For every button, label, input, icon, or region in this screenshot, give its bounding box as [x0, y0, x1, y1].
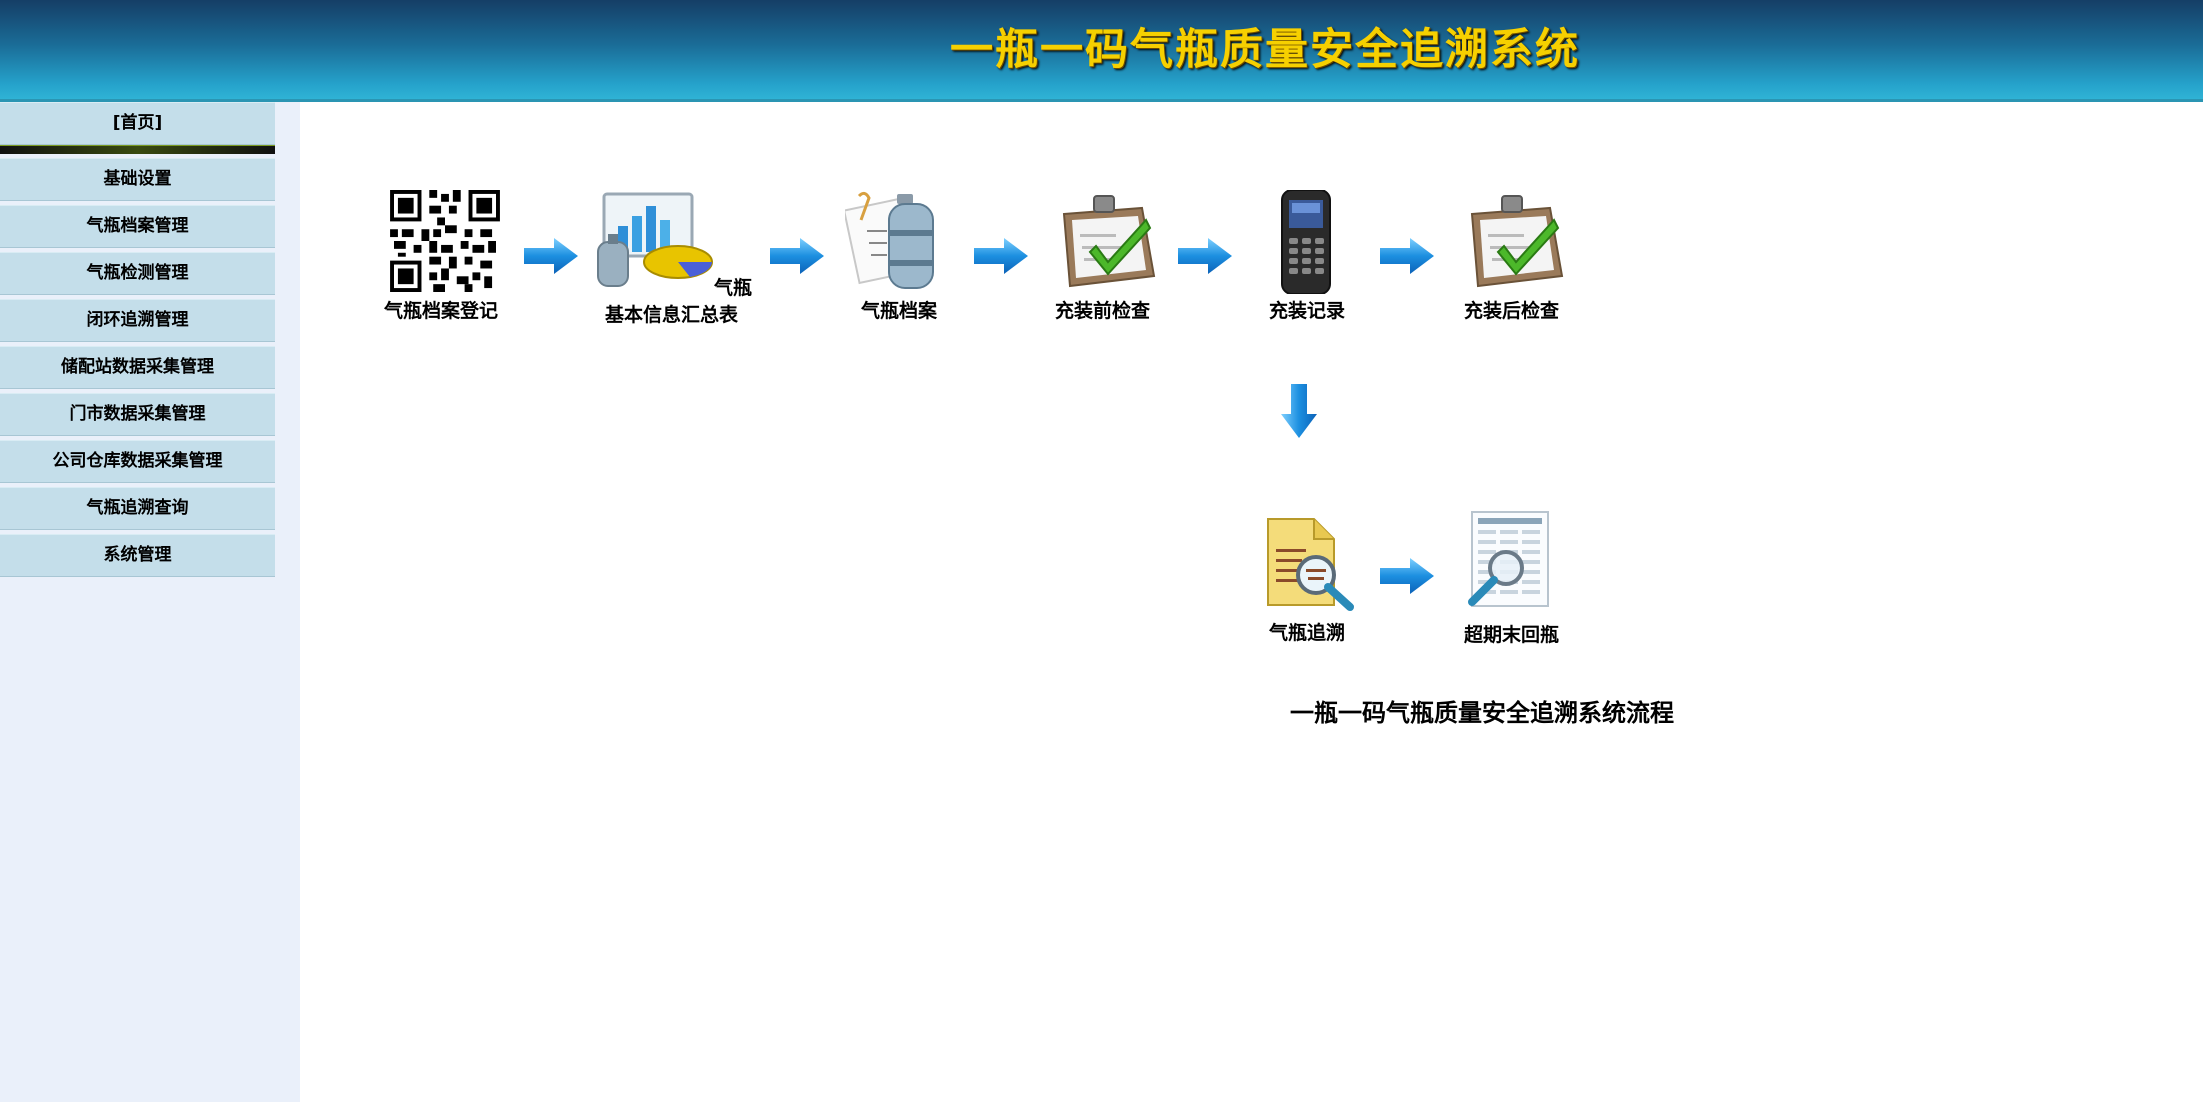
spreadsheet-search-icon	[1468, 511, 1549, 607]
flow-arrow-right-icon	[1380, 558, 1434, 594]
sidebar-item-home[interactable]: [首页]	[0, 102, 275, 145]
home-divider-bar	[0, 145, 275, 154]
flow-step-pre-filling-check[interactable]: 充装前检查	[1050, 190, 1160, 330]
flow-arrow-right-icon	[770, 238, 824, 274]
flow-arrow-down-icon	[1281, 384, 1317, 438]
gas-cylinder-document-icon	[845, 191, 934, 289]
flow-arrow-right-icon	[1380, 238, 1434, 274]
document-search-icon	[1267, 518, 1354, 611]
sidebar-item-system-management[interactable]: 系统管理	[0, 534, 275, 577]
step-label: 气瓶追溯	[1269, 622, 1346, 644]
step-label: 充装前检查	[1055, 300, 1151, 322]
flow-step-cylinder-trace[interactable]: 气瓶追溯	[1262, 515, 1362, 645]
step-label-line1: 气瓶	[714, 277, 753, 299]
handheld-scanner-icon	[1281, 190, 1331, 294]
sidebar-item-basic-settings[interactable]: 基础设置	[0, 158, 275, 201]
sidebar-item-station-data[interactable]: 储配站数据采集管理	[0, 346, 275, 389]
flow-step-overdue-unreturned[interactable]: 超期末回瓶	[1460, 510, 1570, 650]
sidebar-item-cylinder-inspection[interactable]: 气瓶检测管理	[0, 252, 275, 295]
sidebar-menu: [首页] 基础设置 气瓶档案管理 气瓶检测管理 闭环追溯管理 储配站数据采集管理…	[0, 102, 275, 581]
flow-step-cylinder-registration[interactable]: 气瓶档案登记	[384, 190, 506, 330]
sidebar-item-trace-query[interactable]: 气瓶追溯查询	[0, 487, 275, 530]
clipboard-check-icon	[1062, 195, 1156, 288]
flow-step-basic-info-summary[interactable]: 气瓶 基本信息汇总表	[596, 190, 756, 330]
sidebar: [首页] 基础设置 气瓶档案管理 气瓶检测管理 闭环追溯管理 储配站数据采集管理…	[0, 102, 300, 1102]
clipboard-check-icon	[1470, 195, 1564, 288]
flow-step-filling-record[interactable]: 充装记录	[1262, 190, 1352, 330]
flow-step-post-filling-check[interactable]: 充装后检查	[1458, 190, 1568, 330]
step-label: 气瓶档案	[861, 300, 938, 322]
step-label: 充装后检查	[1464, 300, 1560, 322]
sidebar-item-warehouse-data[interactable]: 公司仓库数据采集管理	[0, 440, 275, 483]
sidebar-item-closed-loop-trace[interactable]: 闭环追溯管理	[0, 299, 275, 342]
step-label: 充装记录	[1269, 300, 1346, 322]
system-title: 一瓶一码气瓶质量安全追溯系统	[950, 25, 1580, 75]
flow-step-cylinder-archive[interactable]: 气瓶档案	[845, 190, 955, 330]
header-banner: 一瓶一码气瓶质量安全追溯系统	[0, 0, 2203, 102]
flow-diagram-title: 一瓶一码气瓶质量安全追溯系统流程	[1290, 699, 1674, 727]
step-label: 超期末回瓶	[1464, 624, 1560, 646]
qr-code-icon	[390, 190, 500, 292]
step-label-line2: 基本信息汇总表	[605, 304, 739, 326]
flow-arrow-right-icon	[524, 238, 578, 274]
sidebar-item-cylinder-archive[interactable]: 气瓶档案管理	[0, 205, 275, 248]
info-summary-chart-icon	[597, 192, 713, 287]
flow-arrow-right-icon	[1178, 238, 1232, 274]
sidebar-item-store-data[interactable]: 门市数据采集管理	[0, 393, 275, 436]
flow-arrow-right-icon	[974, 238, 1028, 274]
step-label: 气瓶档案登记	[384, 300, 499, 322]
